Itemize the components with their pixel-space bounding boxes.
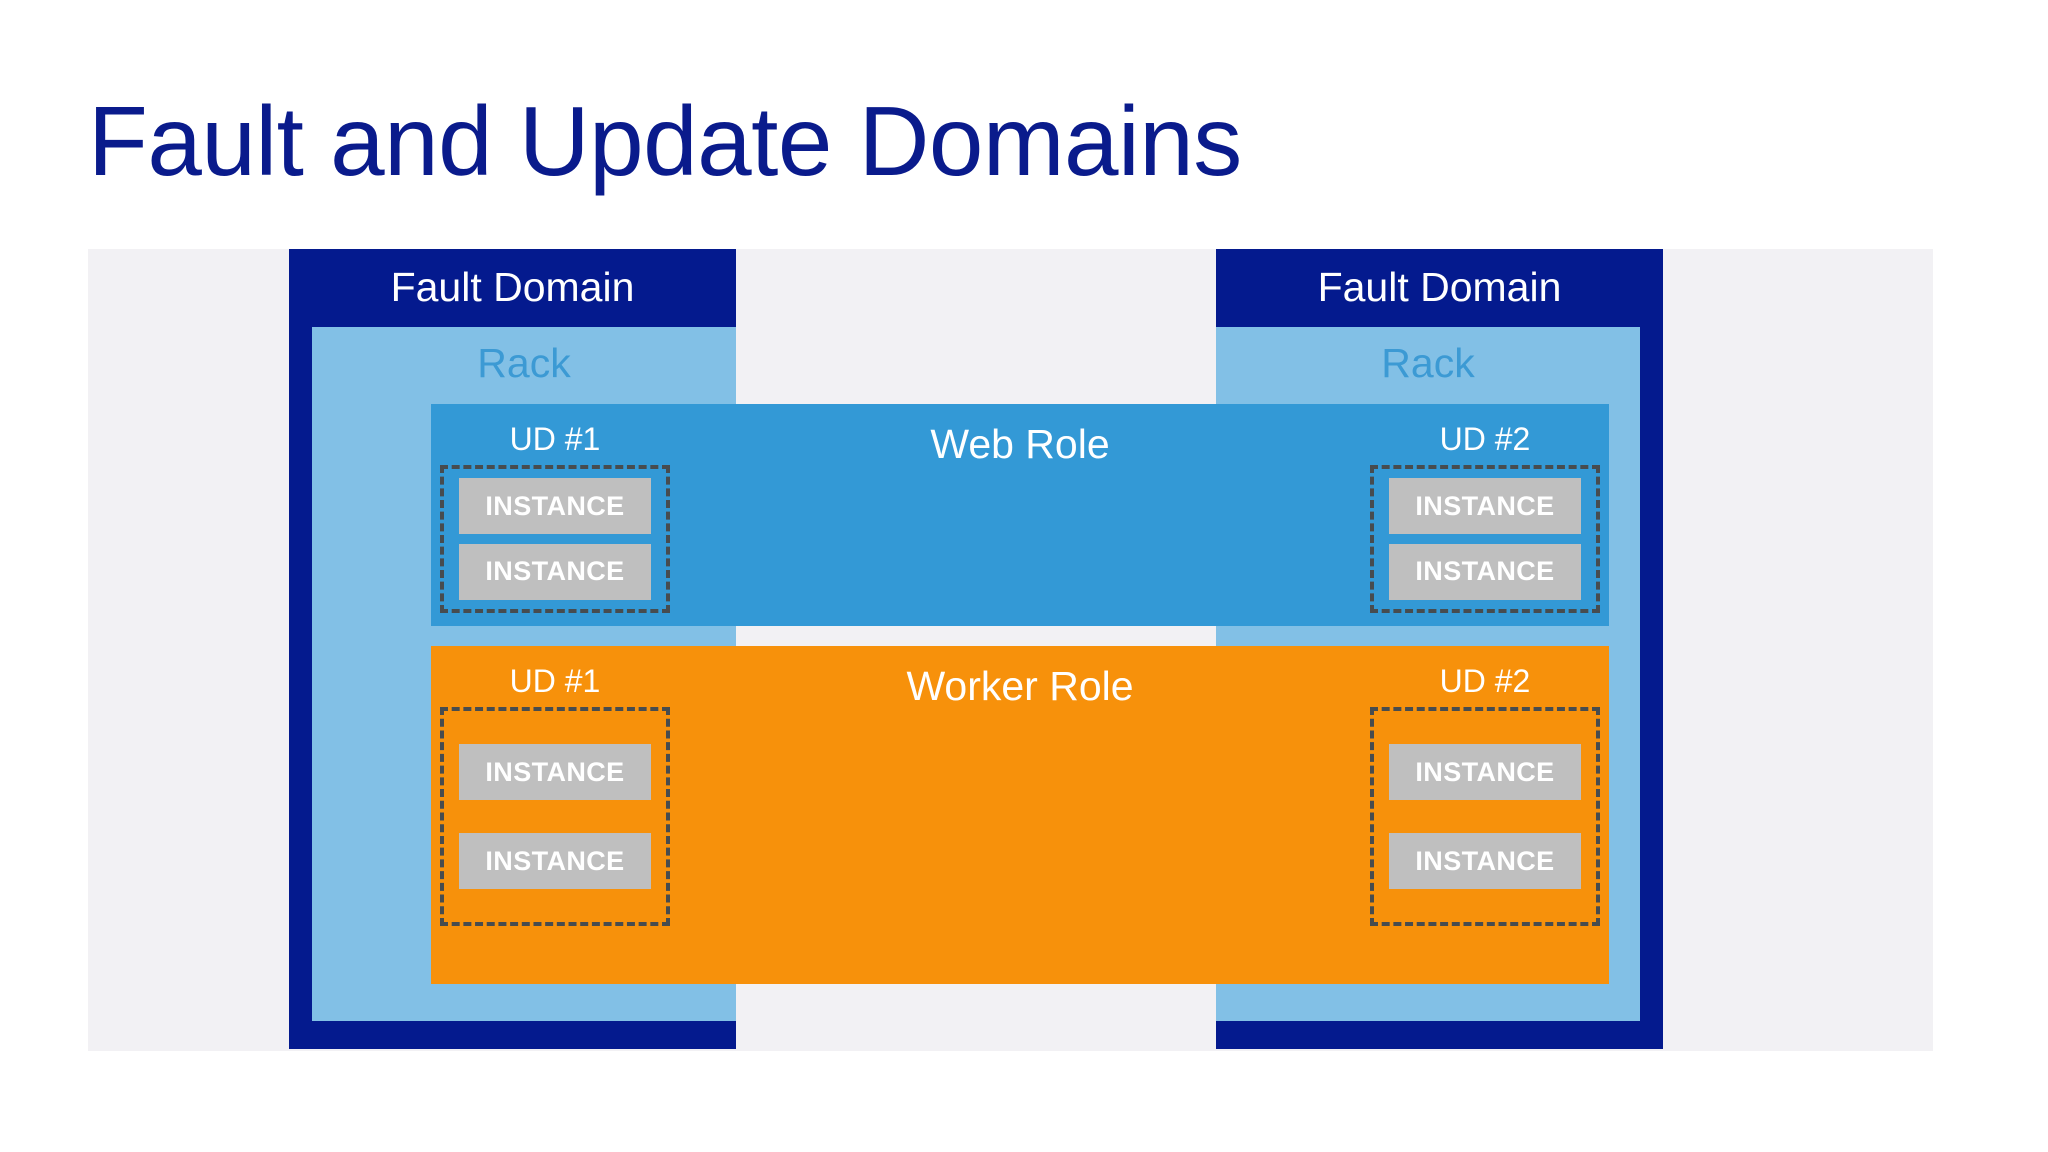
- web-role-ud2-boundary: INSTANCE INSTANCE: [1370, 465, 1600, 613]
- web-role-ud1-boundary: INSTANCE INSTANCE: [440, 465, 670, 613]
- web-role-ud1-label: UD #1: [509, 421, 601, 457]
- instance-box: INSTANCE: [459, 543, 651, 600]
- worker-role-band: Worker Role UD #1 INSTANCE INSTANCE UD #…: [431, 646, 1609, 984]
- worker-role-update-domain-2: UD #2 INSTANCE INSTANCE: [1361, 646, 1609, 984]
- instance-box: INSTANCE: [1389, 543, 1581, 600]
- fault-domain-2-title: Fault Domain: [1317, 264, 1562, 310]
- web-role-update-domain-2: UD #2 INSTANCE INSTANCE: [1361, 404, 1609, 626]
- instance-box: INSTANCE: [459, 833, 651, 889]
- fault-domain-1-title: Fault Domain: [390, 264, 635, 310]
- rack-1-title: Rack: [477, 340, 571, 386]
- worker-role-update-domain-1: UD #1 INSTANCE INSTANCE: [431, 646, 679, 984]
- instance-box: INSTANCE: [459, 744, 651, 800]
- instance-box: INSTANCE: [1389, 478, 1581, 535]
- web-role-update-domain-1: UD #1 INSTANCE INSTANCE: [431, 404, 679, 626]
- instance-box: INSTANCE: [459, 478, 651, 535]
- rack-2-title: Rack: [1381, 340, 1475, 386]
- worker-role-ud2-boundary: INSTANCE INSTANCE: [1370, 707, 1600, 926]
- instance-box: INSTANCE: [1389, 833, 1581, 889]
- architecture-diagram: Fault Domain Rack Fault Domain Rack Web …: [88, 249, 1933, 1051]
- worker-role-ud2-label: UD #2: [1439, 663, 1531, 699]
- worker-role-ud1-boundary: INSTANCE INSTANCE: [440, 707, 670, 926]
- instance-box: INSTANCE: [1389, 744, 1581, 800]
- web-role-ud2-label: UD #2: [1439, 421, 1531, 457]
- page-title: Fault and Update Domains: [88, 85, 1242, 196]
- worker-role-ud1-label: UD #1: [509, 663, 601, 699]
- web-role-band: Web Role UD #1 INSTANCE INSTANCE UD #2 I…: [431, 404, 1609, 626]
